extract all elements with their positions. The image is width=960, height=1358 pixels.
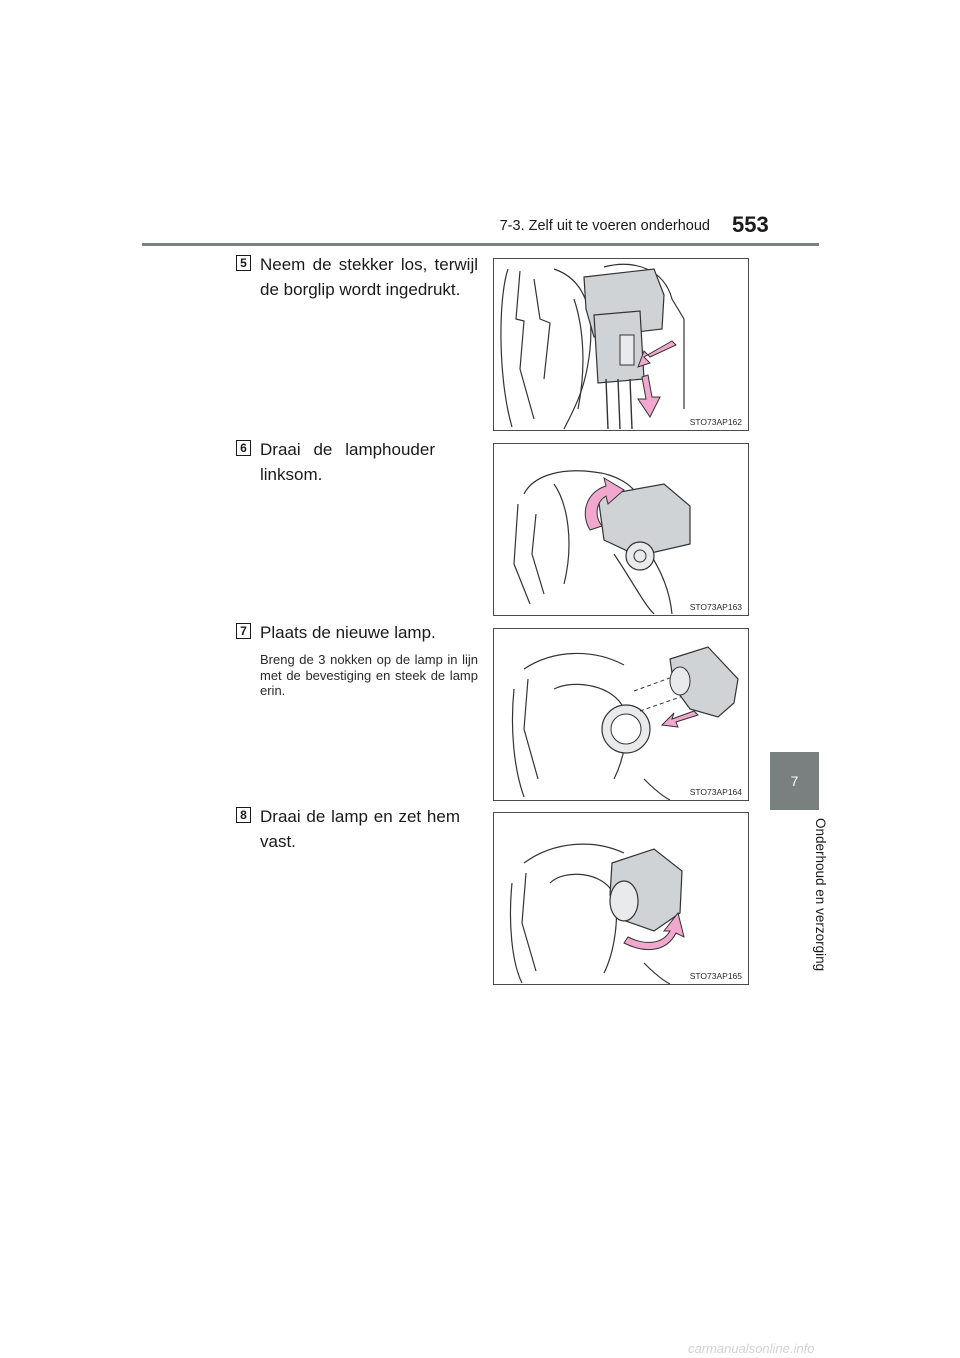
figure-code: STO73AP163 (688, 602, 743, 612)
figure-disconnect-connector: STO73AP162 (493, 258, 749, 431)
step-number-5: 5 (236, 255, 251, 271)
step-note-7: Breng de 3 nokken op de lamp in lijn met… (260, 652, 478, 698)
lampholder-illustration (513, 470, 691, 615)
figure-code: STO73AP164 (688, 787, 743, 797)
step-text-5: Neem de stekker los, terwijl de borglip … (260, 255, 478, 299)
header-section-title: 7-3. Zelf uit te voeren onderhoud (499, 218, 710, 234)
step-number-6: 6 (236, 440, 251, 456)
step-text-8: Draai de lamp en zet hem vast. (260, 807, 460, 851)
step-text-6: Draai de lamphouder linksom. (260, 440, 435, 484)
figure-rotate-lampholder: STO73AP163 (493, 443, 749, 616)
figure-code: STO73AP162 (688, 417, 743, 427)
step-number-7: 7 (236, 623, 251, 639)
step-text-7: Plaats de nieuwe lamp. (260, 623, 436, 642)
step-number-8: 8 (236, 807, 251, 823)
figure-code: STO73AP165 (688, 971, 743, 981)
connector-illustration (500, 263, 685, 430)
header-divider (142, 243, 819, 246)
secure-lamp-illustration (509, 843, 685, 984)
figure-secure-lamp: STO73AP165 (493, 812, 749, 985)
page-number: 553 (732, 212, 769, 237)
chapter-title: Onderhoud en verzorging (813, 818, 828, 972)
chapter-tab: 7 (770, 752, 819, 810)
watermark: carmanualsonline.info (688, 1341, 815, 1356)
figure-insert-new-lamp: STO73AP164 (493, 628, 749, 801)
new-lamp-illustration (511, 646, 739, 800)
